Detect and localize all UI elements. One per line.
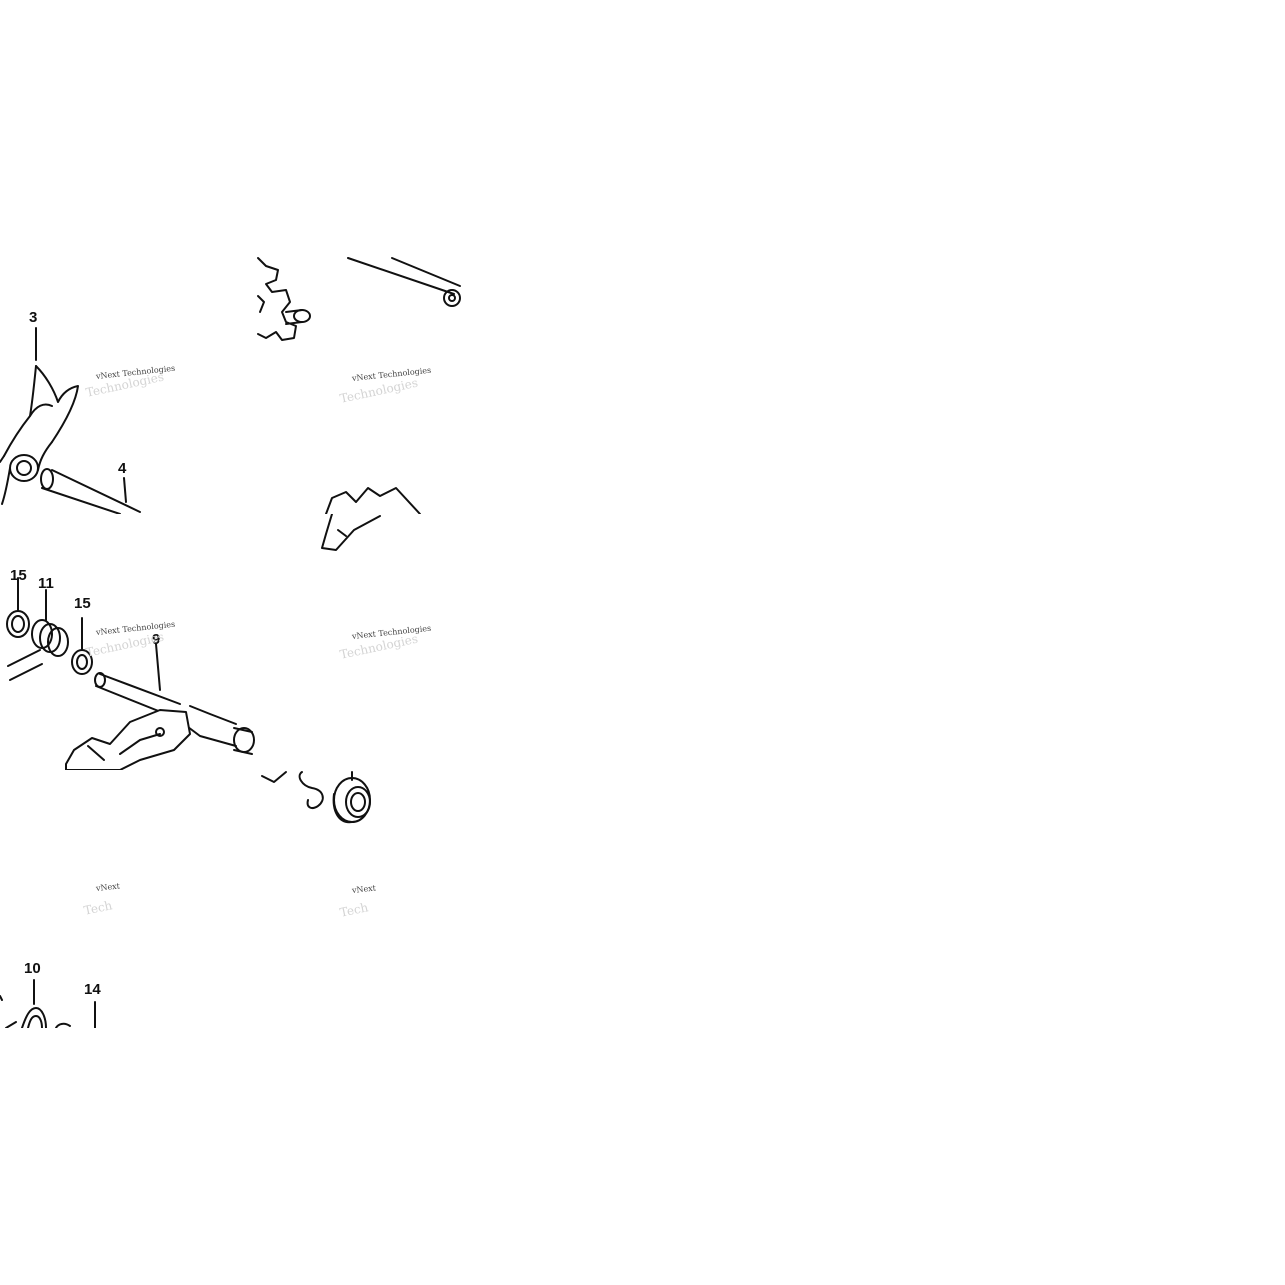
- watermark-ghost: Tech: [82, 898, 114, 918]
- oil-seal-drawing: [261, 771, 371, 824]
- callout-15-right: 15: [74, 595, 91, 612]
- callout-15-left: 15: [10, 567, 27, 584]
- gearshift-spindle-drawing: [6, 577, 255, 770]
- tile-shift-fork: 3 4 Technologies vNext Technologies: [0, 256, 256, 514]
- tile-oil-seal: Tech vNext: [256, 770, 376, 1028]
- bracket-drawing: [321, 514, 381, 551]
- callout-4: 4: [118, 460, 127, 477]
- parts-10-14-drawing: [0, 979, 96, 1028]
- callout-3: 3: [29, 309, 38, 326]
- shift-fork-drawing: [0, 327, 141, 514]
- tile-parts-10-14: 10 14: [0, 956, 120, 1028]
- tile-gearshift-spindle: 15 11 15 9 Technologies vNext Technologi…: [0, 514, 256, 770]
- tile-bracket: Technologies vNext Technologies: [256, 514, 464, 770]
- callout-14: 14: [84, 981, 101, 998]
- callout-10: 10: [24, 960, 41, 977]
- star-plate-drawing: [257, 257, 461, 514]
- watermark-label: vNext: [95, 881, 120, 893]
- callout-9: 9: [152, 631, 161, 648]
- tile-star-plate: Technologies vNext Technologies: [256, 256, 464, 514]
- callout-11: 11: [38, 575, 54, 592]
